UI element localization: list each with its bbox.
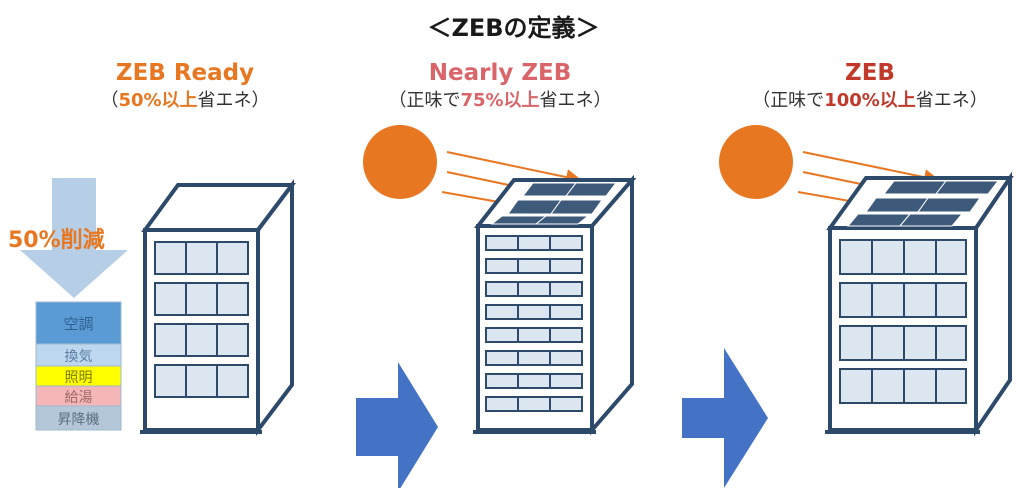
progress-arrow-icon (356, 362, 438, 488)
solar-panels (846, 180, 1000, 227)
level-zeb-ready-heading: ZEB Ready （50%以上省エネ） (80, 60, 290, 112)
building-zeb-ready-windows (154, 241, 249, 398)
page-title: ＜ZEBの定義＞ (427, 14, 600, 42)
sun-icon (719, 125, 793, 199)
energy-item-lighting: 照明 (64, 370, 93, 386)
building-nearly-zeb-windows (485, 235, 583, 412)
level-subtitle: （正味で75%以上省エネ） (388, 90, 612, 111)
energy-item-ventilation: 換気 (64, 349, 93, 365)
energy-stack (35, 301, 122, 431)
energy-item-hvac: 空調 (63, 315, 94, 333)
level-nearly-zeb-heading: Nearly ZEB （正味で75%以上省エネ） (370, 60, 630, 112)
solar-panels (490, 182, 618, 225)
energy-item-hot-water: 給湯 (64, 390, 93, 406)
level-subtitle: （50%以上省エネ） (100, 90, 270, 111)
level-subtitle: （正味で100%以上省エネ） (752, 90, 988, 111)
reduction-down-arrow (20, 178, 128, 298)
progress-arrow-icon (682, 348, 768, 488)
building-zeb-windows (839, 239, 967, 404)
level-name: ZEB (845, 60, 895, 86)
level-zeb-heading: ZEB （正味で100%以上省エネ） (725, 60, 1015, 112)
energy-item-elevator: 昇降機 (57, 412, 100, 428)
reduction-label: 50%削減 (8, 228, 105, 253)
level-name: Nearly ZEB (428, 60, 572, 86)
sun-icon (363, 125, 437, 199)
level-name: ZEB Ready (115, 60, 255, 86)
